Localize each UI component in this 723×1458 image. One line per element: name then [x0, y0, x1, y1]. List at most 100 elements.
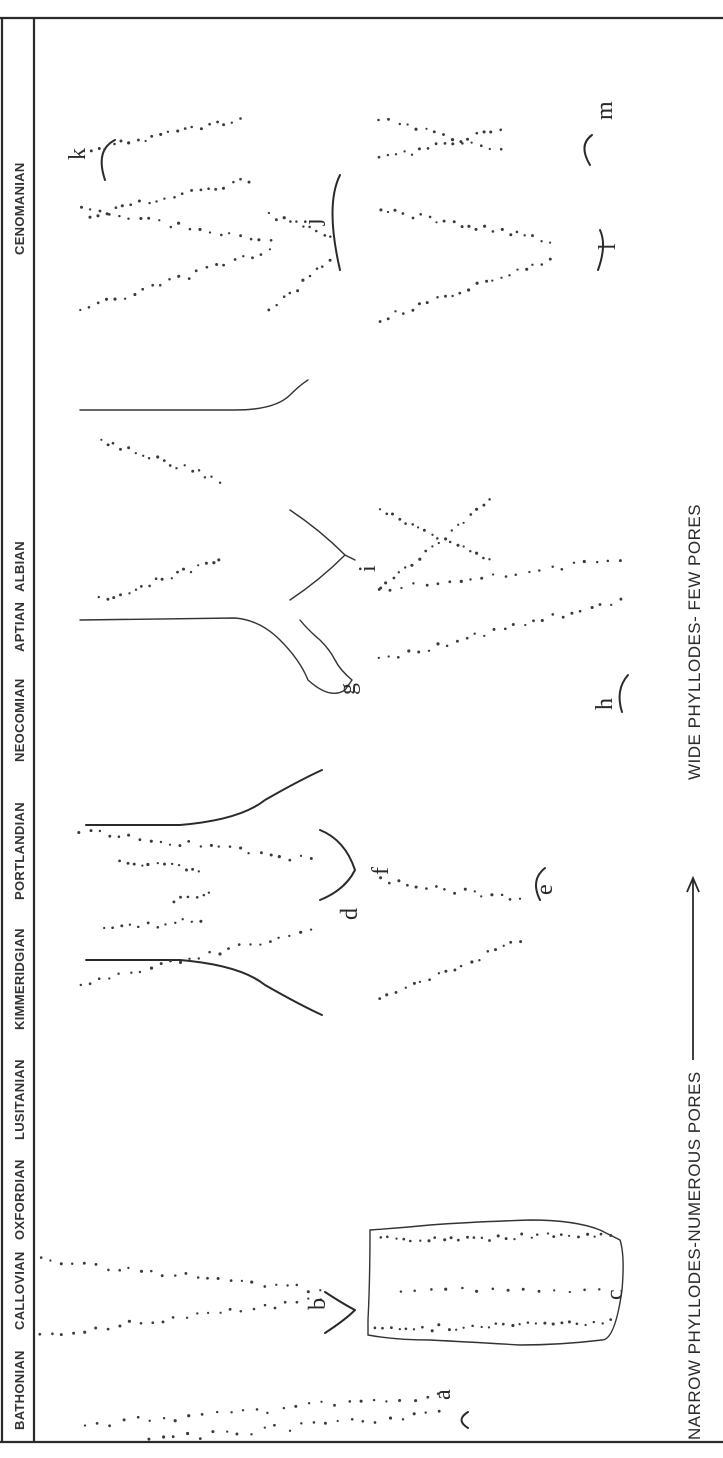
pore-dot — [275, 304, 277, 306]
pore-dot — [387, 154, 389, 156]
pore-dot — [417, 651, 420, 654]
pore-dot — [210, 476, 212, 478]
pore-dot — [492, 1288, 495, 1291]
pore-dot — [260, 253, 263, 256]
pore-dot — [489, 131, 492, 134]
pore-dot — [219, 1312, 221, 1314]
pore-dot — [413, 982, 416, 985]
pore-dot — [247, 852, 249, 854]
pore-dot — [127, 141, 130, 144]
pore-dot — [519, 940, 522, 943]
pore-dot — [107, 1269, 110, 1272]
pore-dot — [560, 1233, 563, 1236]
pore-dot — [119, 593, 122, 596]
pore-dot — [95, 1263, 98, 1266]
pore-dot — [395, 1237, 397, 1239]
pore-dot — [552, 1322, 555, 1325]
pore-dot — [437, 1323, 440, 1326]
pore-dot — [458, 292, 461, 295]
pore-dot — [470, 960, 473, 963]
pore-dot — [513, 1238, 515, 1240]
pore-dot — [273, 1424, 276, 1427]
pore-dot — [378, 588, 381, 591]
pore-dot — [444, 295, 447, 298]
pore-dot — [475, 552, 478, 555]
pore-dot — [171, 863, 173, 865]
pore-dot — [191, 470, 194, 473]
pore-dot — [409, 1240, 412, 1243]
pore-dot — [492, 573, 494, 575]
pore-dot — [158, 219, 160, 221]
pore-dot — [198, 469, 200, 471]
specimen-i-outline — [290, 510, 355, 600]
pore-dot — [576, 1322, 579, 1325]
pore-dot — [239, 846, 242, 849]
pore-dot — [206, 1277, 209, 1280]
pore-dot — [501, 228, 504, 231]
pore-dot — [90, 829, 93, 832]
pore-dot — [242, 255, 244, 257]
pore-dot — [239, 117, 242, 120]
pore-dot — [191, 868, 194, 871]
pore-dot — [167, 131, 169, 133]
pore-dot — [329, 259, 332, 262]
pore-dot — [147, 922, 150, 925]
pore-dot — [503, 945, 505, 947]
pore-dot — [430, 1288, 433, 1291]
pore-dot — [426, 301, 429, 304]
pore-dot — [466, 138, 469, 141]
pore-dot — [610, 604, 612, 606]
pore-dot — [313, 1421, 316, 1424]
pore-dot — [300, 855, 302, 857]
pore-dot — [475, 1290, 478, 1293]
pore-dot — [184, 127, 187, 130]
pore-dot — [94, 1327, 97, 1330]
pore-dot — [209, 231, 211, 233]
pore-dot — [562, 616, 565, 619]
pore-dot — [174, 1419, 177, 1422]
pore-dot — [119, 448, 122, 451]
pore-dot — [163, 863, 166, 866]
pore-dot — [218, 952, 221, 955]
pore-dot — [512, 623, 515, 626]
pore-dot — [411, 309, 414, 312]
specimen-letter-f: f — [368, 867, 394, 875]
pore-dot — [480, 895, 482, 897]
pore-dot — [249, 943, 251, 945]
pore-dot — [413, 1412, 416, 1415]
pore-dot — [124, 298, 126, 300]
pore-dot — [98, 596, 100, 598]
pore-dot — [568, 1235, 570, 1237]
pore-dot — [108, 835, 111, 838]
pore-dot — [163, 459, 166, 462]
pore-dot — [49, 1259, 51, 1261]
pore-dot — [127, 446, 130, 449]
pore-dot — [404, 522, 407, 525]
pore-dot — [321, 265, 324, 268]
pore-dot — [283, 295, 286, 298]
pore-dot — [500, 148, 503, 151]
pore-dot — [583, 560, 586, 563]
pore-dot — [402, 312, 405, 315]
pore-dot — [204, 476, 206, 478]
pore-dot — [411, 523, 414, 526]
pore-dot — [426, 1396, 429, 1399]
pore-dot — [234, 258, 237, 261]
specimen-f-outline — [320, 830, 355, 900]
pore-dot — [501, 894, 504, 897]
pore-dot — [316, 267, 319, 270]
pore-dot — [443, 220, 446, 223]
pore-dot — [531, 264, 533, 266]
pore-dot — [310, 928, 312, 930]
pore-dot — [473, 1236, 476, 1239]
pore-dot — [169, 844, 171, 846]
pore-dot — [444, 537, 447, 540]
pore-dot — [491, 279, 493, 281]
pore-dot — [264, 1426, 266, 1428]
pore-dot — [418, 147, 421, 150]
pore-dot — [398, 571, 400, 573]
pore-dot — [191, 921, 193, 923]
pore-dot — [188, 277, 191, 280]
pore-dot — [397, 656, 400, 659]
pore-dot — [147, 1438, 150, 1441]
